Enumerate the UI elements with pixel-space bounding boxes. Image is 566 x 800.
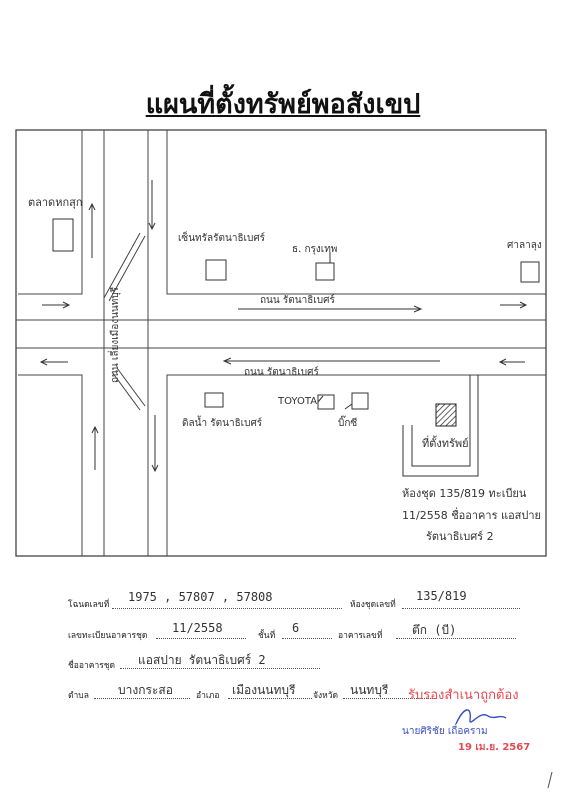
- traffic-arrows: [39, 180, 528, 473]
- market-label: ตลาดหกสุก: [28, 196, 83, 209]
- property-note-line2: 11/2558 ชื่ออาคาร แอสปาย: [402, 507, 541, 522]
- ramp: [108, 235, 146, 302]
- certify-stamp: รับรองสำเนาถูกต้อง: [408, 688, 519, 703]
- property-plot: [411, 375, 471, 467]
- shrine-label: ศาลาลุง: [507, 240, 542, 251]
- property-label: ที่ตั้งทรัพย์: [422, 435, 469, 450]
- block-edge: [18, 130, 83, 295]
- corner-mark: [547, 771, 553, 789]
- big-c-pointer: [344, 403, 353, 410]
- page-title: แผนที่ตั้งทรัพย์พอสังเขป: [145, 89, 421, 120]
- signer-name: นายศิริชัย เถื่อคราม: [402, 726, 488, 737]
- block-edge: [18, 374, 83, 556]
- road-vertical-label: ถนน เลี่ยงเมืองนนทบุรี: [107, 286, 121, 383]
- gas-station-label: เซ็นทรัลรัตนาธิเบศร์: [178, 230, 266, 244]
- certify-date: 19 เม.ย. 2567: [458, 742, 531, 753]
- property-marker: [435, 403, 457, 427]
- big-c-building: [351, 392, 369, 410]
- bank-building: [315, 262, 335, 281]
- block-edge: [166, 130, 546, 295]
- bank-label: ธ. กรุงเทพ: [292, 244, 337, 255]
- shrine-building: [520, 261, 540, 283]
- food-stall-building: [204, 392, 224, 408]
- big-c-label: บิ๊กซี: [338, 415, 357, 429]
- property-plot: [402, 375, 479, 477]
- ramp: [103, 232, 141, 299]
- toyota-label: TOYOTA: [277, 396, 317, 407]
- food-stall-label: ดิลน้ำ รัตนาธิเบศร์: [182, 415, 263, 429]
- map-border: [15, 129, 547, 557]
- toyota-building: [317, 394, 335, 410]
- property-note-line3: รัตนาธิเบศร์ 2: [426, 530, 494, 543]
- toyota-pointer: [317, 395, 324, 403]
- market-building: [52, 218, 74, 252]
- ramp: [111, 371, 141, 411]
- property-note-line1: ห้องชุด 135/819 ทะเบียน: [402, 487, 527, 500]
- block-edge: [166, 374, 546, 556]
- ramp: [116, 367, 146, 407]
- signature-icon: [455, 709, 507, 725]
- road-lower-label: ถนน รัตนาธิเบศร์: [244, 366, 319, 378]
- road-upper-label: ถนน รัตนาธิเบศร์: [260, 294, 335, 306]
- gas-station-building: [205, 259, 227, 281]
